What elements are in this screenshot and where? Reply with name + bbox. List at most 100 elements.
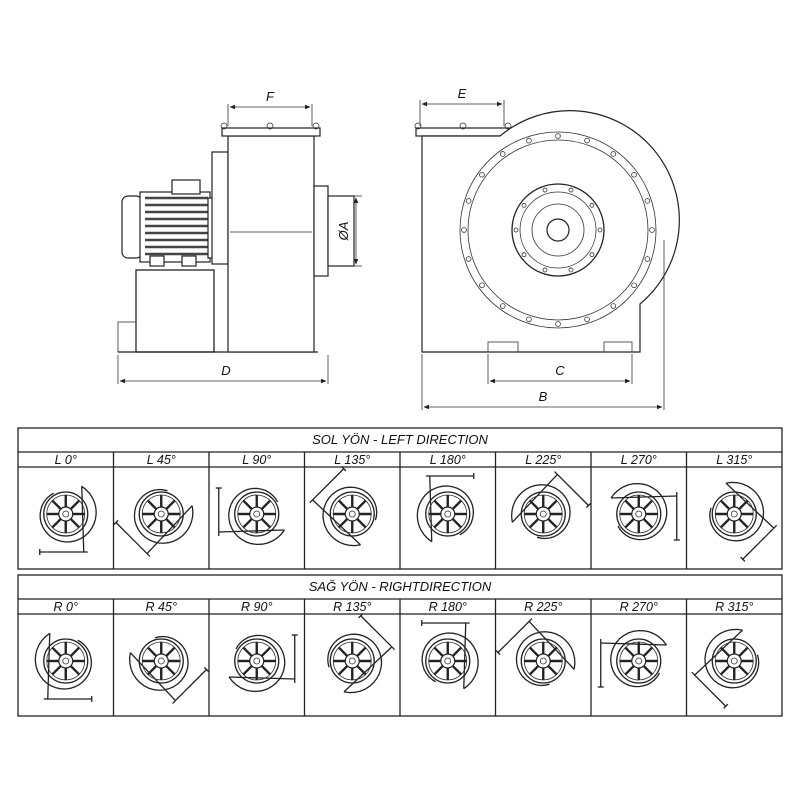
fan-orientation-icon (39, 485, 97, 555)
orientation-cell: L 45° (113, 453, 194, 557)
bolt-hole (631, 282, 637, 289)
orientation-cell: R 225° (495, 600, 576, 687)
motor (121, 179, 219, 267)
orientation-cell: R 180° (421, 600, 479, 690)
hub (546, 218, 570, 242)
bolt-hole (542, 187, 548, 193)
fan-housing-side (227, 135, 315, 353)
orientation-cell: R 0° (34, 600, 93, 702)
bolt-hole (479, 171, 485, 178)
dimension-c-label: C (555, 363, 565, 378)
fan-orientation-icon (709, 481, 778, 562)
bolt-hole (479, 282, 485, 289)
bolt-hole (644, 198, 651, 204)
inlet-bolt-ring (513, 187, 603, 273)
bolt-hole (568, 187, 574, 193)
orientation-cell: L 0° (39, 453, 97, 555)
bolt-hole (584, 137, 590, 144)
fan-orientation-icon (421, 620, 479, 690)
bolt-hole (461, 227, 467, 233)
bolt-hole (526, 137, 532, 144)
orientation-cell: L 315° (709, 453, 778, 562)
stand-foot (117, 321, 137, 353)
orientation-label: R 135° (333, 600, 371, 614)
orientation-label: R 45° (146, 600, 177, 614)
orientation-cell: R 270° (597, 600, 667, 688)
outlet-flange (221, 127, 321, 137)
bolt-hole (649, 227, 655, 233)
bolt-hole (589, 252, 595, 258)
fan-orientation-icon (495, 618, 576, 687)
orientation-label: L 270° (621, 453, 657, 467)
fan-orientation-icon (510, 471, 592, 540)
fan-orientation-icon (610, 482, 680, 541)
bolt-hole (568, 267, 574, 273)
front-view: E C B (414, 86, 680, 410)
fan-orientation-icon (416, 473, 475, 543)
bolt-hole (513, 227, 519, 233)
orientation-cell: R 90° (228, 600, 298, 693)
orientation-label: L 180° (430, 453, 466, 467)
orientation-cell: R 45° (128, 600, 210, 704)
fan-orientation-icon (34, 632, 93, 702)
right-direction-title: SAĞ YÖN - RIGHTDIRECTION (309, 579, 492, 594)
bolt-hole (526, 316, 532, 323)
bolt-hole (465, 198, 472, 204)
bolt-hole (555, 133, 561, 139)
orientation-cell: L 90° (215, 453, 285, 546)
dimension-f-label: F (266, 89, 275, 104)
bolt-hole (542, 267, 548, 273)
dimension-a-label: ØA (336, 222, 351, 242)
fan-orientation-icon (597, 629, 667, 688)
fan-orientation-icon (128, 635, 210, 704)
bolt-hole (499, 151, 506, 157)
dimension-b-label: B (539, 389, 548, 404)
orientation-label: R 270° (620, 600, 658, 614)
bearing-plate (211, 151, 229, 265)
housing-bolt-ring (461, 133, 655, 327)
orientation-label: R 225° (524, 600, 562, 614)
orientation-cell: L 225° (510, 453, 592, 540)
dimension-d-label: D (221, 363, 230, 378)
left-direction-title: SOL YÖN - LEFT DIRECTION (312, 432, 488, 447)
bolt-hole (584, 316, 590, 323)
bolt-hole (521, 252, 527, 258)
fan-orientation-icon (691, 628, 760, 709)
bolt-hole (521, 202, 527, 208)
orientation-cell: R 135° (327, 600, 396, 694)
bolt-hole (610, 303, 617, 309)
bolt-hole (555, 321, 561, 327)
orientation-cell: L 180° (416, 453, 475, 543)
orientation-label: L 135° (334, 453, 370, 467)
bolt-hole (589, 202, 595, 208)
orientation-cell: L 270° (610, 453, 680, 541)
bolt-hole (610, 151, 617, 157)
orientation-cell: R 315° (691, 600, 760, 709)
orientation-label: L 225° (525, 453, 561, 467)
inlet-flange (313, 185, 329, 277)
orientation-label: R 315° (715, 600, 753, 614)
bolt-hole (597, 227, 603, 233)
orientation-label: L 90° (242, 453, 271, 467)
fan-orientation-icon (327, 613, 396, 694)
bolt-hole (499, 303, 506, 309)
fan-orientation-icon (215, 487, 285, 546)
left-direction-table: SOL YÖN - LEFT DIRECTION L 0° L 45° L 90° L… (17, 427, 783, 570)
orientation-label: L 0° (55, 453, 77, 467)
inlet-ring (511, 183, 605, 277)
orientation-label: R 90° (241, 600, 272, 614)
dimension-e-label: E (458, 86, 467, 101)
orientation-label: R 180° (429, 600, 467, 614)
orientation-cell: L 135° (309, 453, 378, 547)
side-view: F D ØA (117, 89, 362, 384)
motor-stand (135, 269, 215, 353)
right-direction-table: SAĞ YÖN - RIGHTDIRECTION R 0° R 45° R 90° R… (17, 574, 783, 717)
fan-orientation-icon (113, 488, 194, 557)
orientation-label: R 0° (54, 600, 78, 614)
bolt-hole (631, 171, 637, 178)
orientation-label: L 45° (147, 453, 176, 467)
bolt-hole (465, 256, 472, 262)
orientation-label: L 315° (716, 453, 752, 467)
